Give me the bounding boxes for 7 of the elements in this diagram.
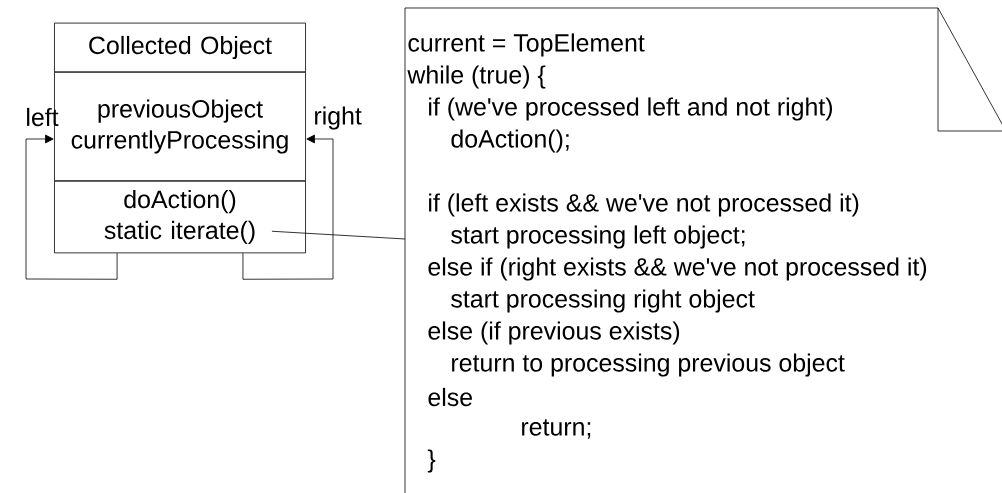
methods-box: doAction() static iterate() (54, 180, 306, 254)
leader-line (271, 230, 406, 240)
arrow (25, 134, 118, 280)
edge-label: right (315, 106, 362, 130)
arrow (242, 134, 334, 280)
note-box: current = TopElement while (true) { if (we've processed left and not right) doAction(); if (left exists && we've not processed it) start processing left object; else if (right exists && we've not processed it) start processing right object else (if previous exists) return to processing previous object else return; } (404, 7, 1002, 493)
class-name-box: Collected Object (54, 22, 306, 73)
